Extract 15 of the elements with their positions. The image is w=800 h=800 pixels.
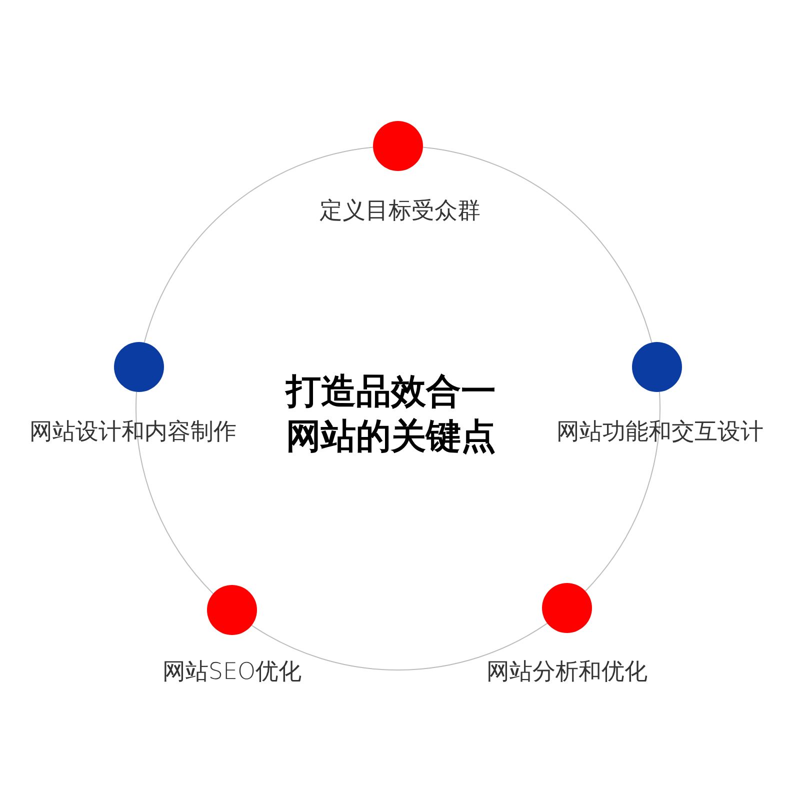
point-label: 定义目标受众群 <box>320 197 480 225</box>
point-label: 网站功能和交互设计 <box>556 418 764 446</box>
point-label: 网站SEO优化 <box>162 658 302 686</box>
ring-arc <box>136 391 214 594</box>
point-label: 网站分析和优化 <box>486 658 648 686</box>
dot <box>542 583 592 634</box>
ring-arc <box>251 622 548 670</box>
ring-arc <box>144 146 374 344</box>
dot <box>373 121 423 171</box>
point-label: 网站设计和内容制作 <box>30 418 236 446</box>
ring-arc <box>422 146 652 344</box>
ring-arc <box>584 391 660 592</box>
center-title: 打造品效合一网站的关键点 <box>284 371 497 459</box>
dot <box>114 342 164 392</box>
dot <box>206 585 257 636</box>
